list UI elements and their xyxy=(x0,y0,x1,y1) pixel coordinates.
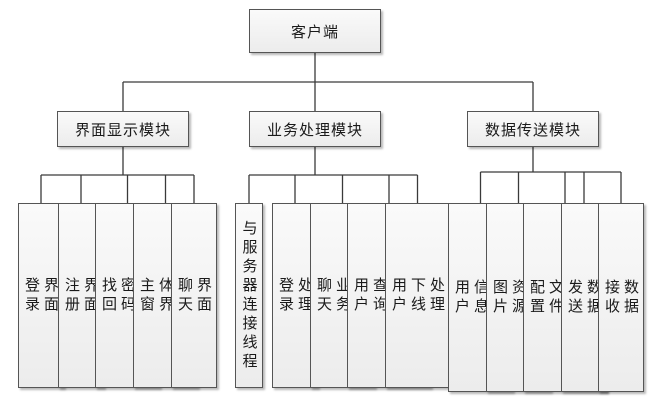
module-node-data-transfer: 数据传送模块 xyxy=(467,111,599,147)
leaf-label-col: 信息 xyxy=(472,278,490,317)
leaf-label-col: 界面 xyxy=(195,276,213,315)
leaf-label-col: 处理 xyxy=(428,276,446,315)
leaf-label-col: 配置 xyxy=(528,278,546,317)
leaf-label-col: 处理 xyxy=(296,276,314,315)
leaf-label-col: 注册 xyxy=(63,276,81,315)
leaf-node-2-4: 接收数据 xyxy=(598,203,644,392)
leaf-label-col: 聊天 xyxy=(176,276,194,315)
root-node-client: 客户端 xyxy=(249,9,381,53)
leaf-node-1-0: 与服务器连接线程 xyxy=(235,203,263,388)
leaf-label-col: 数据 xyxy=(622,278,640,317)
leaf-label-col: 登录 xyxy=(23,276,41,315)
leaf-label-col: 找回 xyxy=(100,276,118,315)
leaf-label-col: 密码 xyxy=(119,276,137,315)
leaf-label-col: 图片 xyxy=(491,278,509,317)
leaf-label-col: 体界 xyxy=(157,276,175,315)
leaf-node-1-4: 用户下线处理 xyxy=(385,203,450,388)
leaf-node-0-0: 登录界面 xyxy=(18,203,64,388)
leaf-node-0-4: 聊天界面 xyxy=(171,203,217,388)
leaf-label-col: 聊天 xyxy=(315,276,333,315)
leaf-label-col: 与服务器连接线程 xyxy=(240,219,259,372)
module-node-business-processing: 业务处理模块 xyxy=(249,111,381,147)
leaf-label-col: 登录 xyxy=(277,276,295,315)
module-node-ui-display: 界面显示模块 xyxy=(57,111,189,147)
leaf-label-col: 用户 xyxy=(453,278,471,317)
leaf-label-col: 查询 xyxy=(371,276,389,315)
leaf-label-col: 文件 xyxy=(547,278,565,317)
leaf-label-col: 主窗 xyxy=(138,276,156,315)
leaf-label-col: 发送 xyxy=(566,278,584,317)
leaf-label-col: 用户 xyxy=(352,276,370,315)
leaf-label-col: 界面 xyxy=(42,276,60,315)
leaf-label-col: 用户 xyxy=(390,276,408,315)
leaf-label-col: 下线 xyxy=(409,276,427,315)
leaf-label-col: 接收 xyxy=(603,278,621,317)
